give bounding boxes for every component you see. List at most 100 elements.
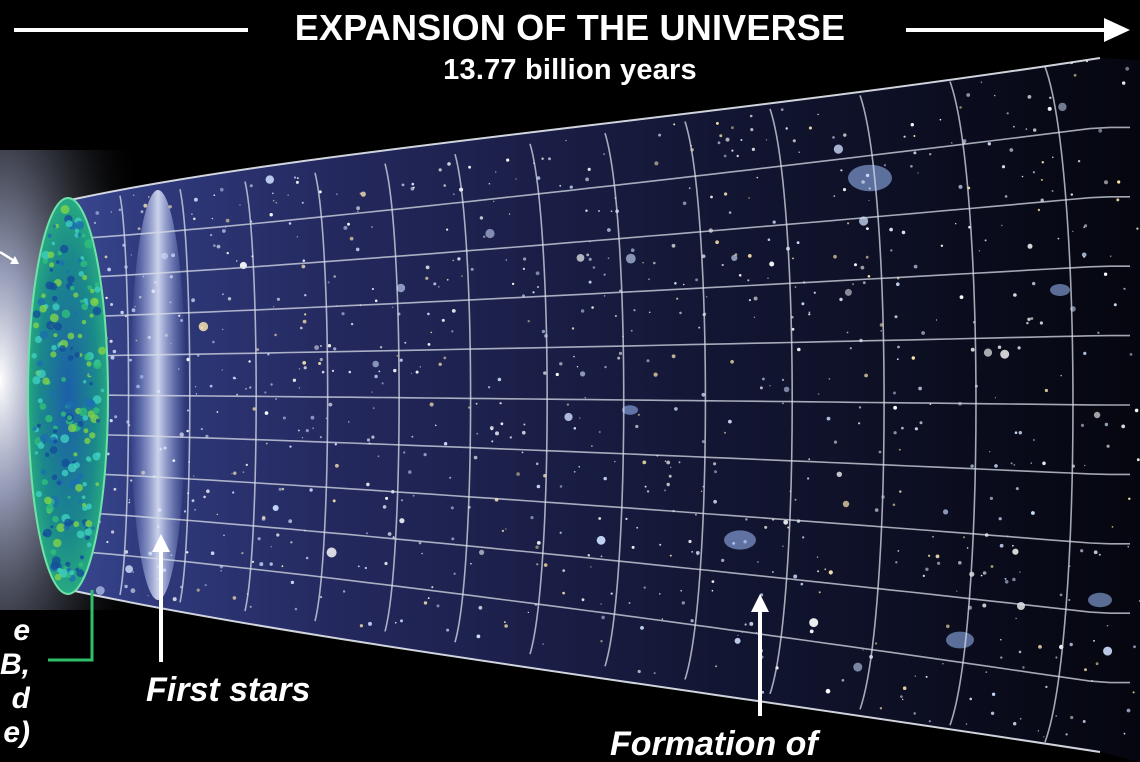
star [371,391,372,392]
star [936,319,937,320]
cmb-spot [79,408,88,417]
galaxy [724,530,756,549]
star [1005,580,1009,584]
star [688,540,691,543]
star [925,568,928,571]
star [901,427,904,430]
star [274,334,277,337]
cmb-spot [44,497,52,505]
formation-label: Formation of [610,724,818,762]
star [110,303,113,306]
cmb-spot [82,482,87,487]
star [1093,640,1095,642]
star [572,327,574,329]
star [111,530,114,533]
star [589,258,592,261]
star [548,157,551,160]
star [375,300,378,303]
star [914,265,918,269]
star [372,288,374,290]
star [644,587,646,589]
star [302,361,306,365]
star [1058,238,1060,240]
star [1083,720,1086,723]
star [1078,160,1080,162]
star [809,127,812,130]
star [222,369,224,371]
cmb-spot [95,282,99,286]
star [958,561,962,565]
star [773,221,776,224]
star [861,266,865,270]
star [446,229,448,231]
cmb-spot [66,401,74,409]
star [133,195,135,197]
star [915,427,918,430]
star [642,461,646,465]
star [1128,498,1130,500]
star [845,289,852,296]
star [632,546,635,549]
star [95,211,99,215]
star [597,536,606,545]
star [1049,97,1051,99]
star [1052,190,1054,192]
star [674,282,677,285]
star [786,127,788,129]
cmb-spot [50,351,56,357]
cmb-spot [77,473,84,480]
star [932,536,934,538]
star [266,175,274,183]
cmb-spot [37,361,43,367]
star [400,359,403,362]
star [203,496,206,499]
star [737,635,738,636]
star [946,625,950,629]
star [544,563,548,567]
star [173,597,177,601]
star [373,407,375,409]
star [347,223,350,226]
star [1033,171,1035,173]
star [875,508,879,512]
star [710,196,713,199]
star [193,475,194,476]
star [367,438,370,441]
cmb-spot [65,562,70,567]
star [270,562,273,565]
star [327,548,337,558]
star [1080,549,1083,552]
star [683,202,687,206]
star [371,226,372,227]
star [505,528,507,530]
star [299,387,300,388]
star [193,218,196,221]
star [929,720,931,722]
star [647,359,650,362]
star [921,331,925,335]
cmb-spot [82,320,86,324]
star [683,284,685,286]
universe-cone [70,58,1140,762]
star [1097,332,1099,334]
star [667,483,670,486]
star [585,210,587,212]
star [329,403,333,407]
star [795,286,797,288]
star [1048,107,1052,111]
star [842,679,845,682]
star [333,275,336,278]
star [516,472,520,476]
star [258,537,261,540]
star [360,624,363,627]
cmb-spot [86,399,94,407]
cmb-spot [68,496,71,499]
star [211,551,215,555]
star [488,386,490,388]
star [895,315,898,318]
star [904,136,906,138]
star [302,202,304,204]
star [264,391,266,393]
star [619,352,622,355]
star [766,139,767,140]
